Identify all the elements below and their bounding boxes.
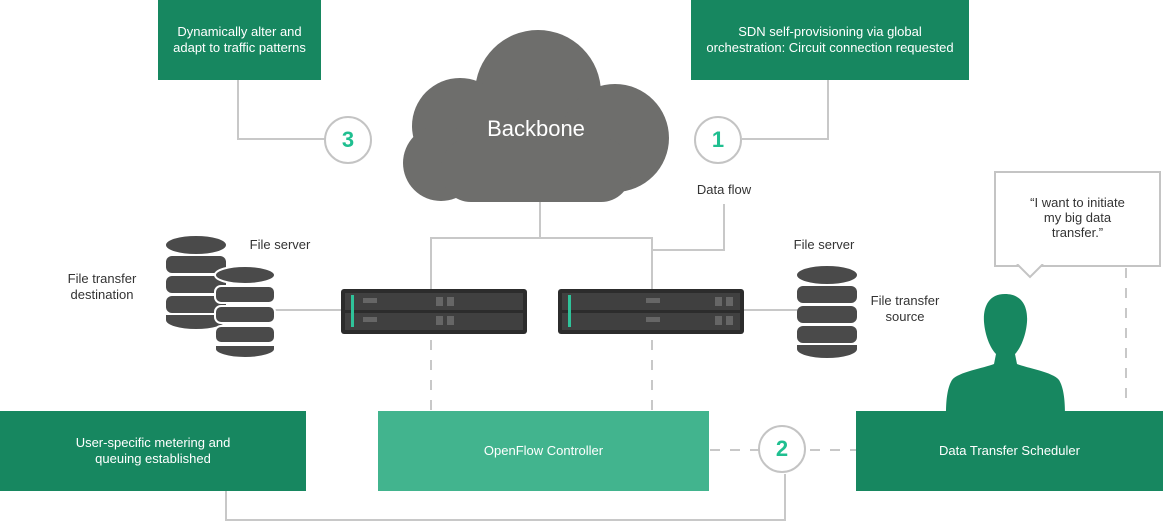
step-2-marker: 2 [758,425,806,473]
user-silhouette-icon [946,294,1065,414]
sdn-provisioning-box: SDN self-provisioning via global orchest… [691,0,969,80]
speech-bubble-tail [1016,264,1044,279]
openflow-controller-box: OpenFlow Controller [378,411,709,491]
data-flow-label: Data flow [696,182,752,197]
backbone-label: Backbone [487,116,585,141]
speech-text: “I want to initiate my big data transfer… [1030,195,1125,240]
data-transfer-scheduler-box: Data Transfer Scheduler [856,411,1163,491]
backbone-cloud-icon [403,30,669,202]
openflow-controller-text: OpenFlow Controller [483,443,604,458]
traffic-adapt-text: Dynamically alter and adapt to traffic p… [173,24,306,55]
traffic-adapt-box: Dynamically alter and adapt to traffic p… [158,0,321,80]
network-switch-icon [558,289,744,334]
step-3-marker: 3 [324,116,372,164]
metering-box: User-specific metering and queuing estab… [0,411,306,491]
step-1-marker: 1 [694,116,742,164]
database-icon [166,236,226,329]
destination-label: File transfer destination [67,271,137,302]
speech-bubble: “I want to initiate my big data transfer… [994,171,1161,267]
metering-text: User-specific metering and queuing estab… [75,435,231,466]
network-switch-icon [341,289,527,334]
sdn-provisioning-text: SDN self-provisioning via global orchest… [706,24,954,55]
database-icon [797,266,857,358]
file-server-left-label: File server [249,237,311,252]
database-icon [214,265,276,359]
file-server-right-label: File server [793,237,855,252]
data-transfer-scheduler-text: Data Transfer Scheduler [939,443,1080,458]
source-label: File transfer source [870,293,940,324]
